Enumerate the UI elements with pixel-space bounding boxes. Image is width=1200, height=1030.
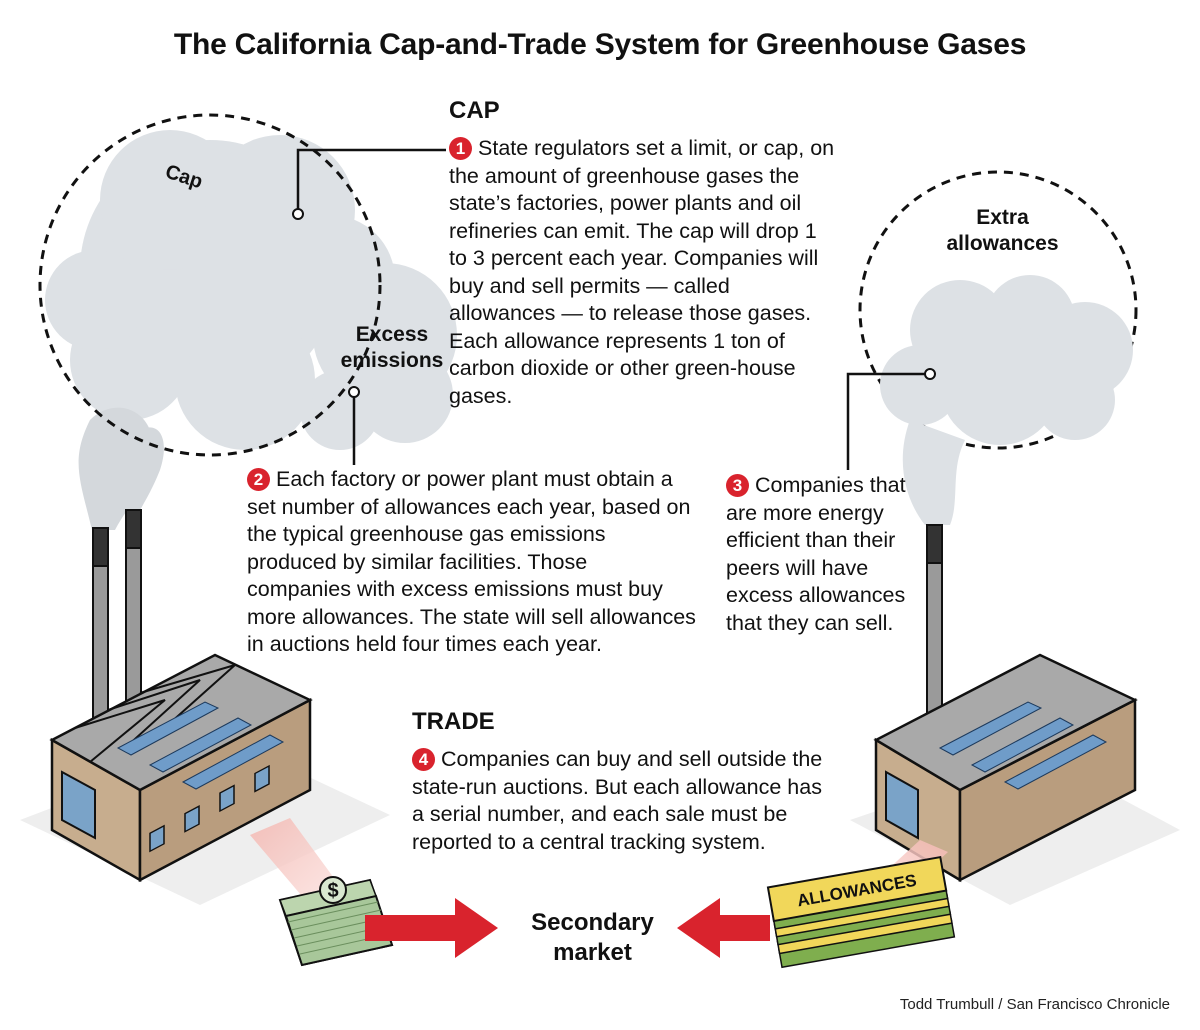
cap-leader-line (296, 148, 446, 214)
step-3-badge: 3 (726, 474, 749, 497)
svg-text:$: $ (327, 880, 338, 902)
extra-allowances-circle (858, 170, 1138, 450)
step-2-badge: 2 (247, 468, 270, 491)
step-1-badge: 1 (449, 137, 472, 160)
right-factory (850, 524, 1180, 905)
excess-leader-dot (348, 386, 360, 398)
secondary-market-label: Secondary market (531, 909, 654, 966)
extra-leader-line (846, 372, 930, 470)
allowances-stack-icon: ALLOWANCES (766, 855, 956, 969)
page-title: The California Cap-and-Trade System for … (173, 28, 1027, 61)
cap-circle (38, 113, 382, 457)
left-arrow-icon (365, 898, 498, 958)
trade-heading: TRADE (412, 708, 495, 735)
excess-emissions-label: Excess emissions (340, 323, 444, 372)
right-smoke-cloud (880, 275, 1133, 525)
left-smoke-columns (78, 407, 164, 530)
credit-line: Todd Trumbull / San Francisco Chronicle (899, 996, 1170, 1013)
step-4-badge: 4 (412, 748, 435, 771)
left-factory (20, 509, 390, 905)
extra-allowances-label: Extra allowances (946, 206, 1059, 255)
excess-emissions-cloud (45, 130, 457, 450)
cap-heading: CAP (449, 97, 500, 124)
right-arrow-icon (677, 898, 770, 958)
cap-leader-dot (292, 208, 304, 220)
extra-leader-dot (924, 368, 936, 380)
